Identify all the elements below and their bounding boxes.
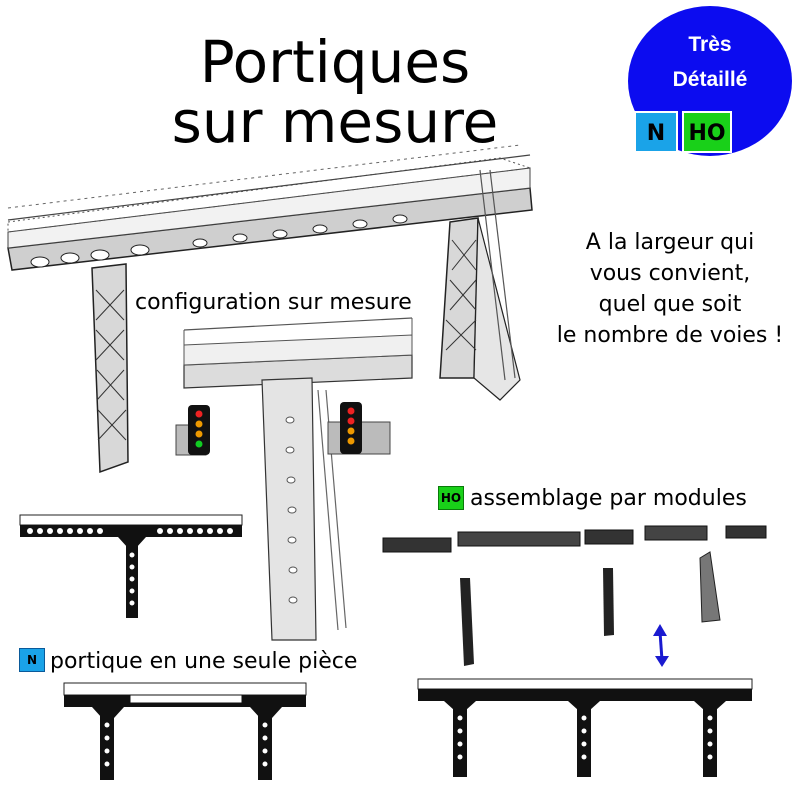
modules-caption: assemblage par modules [470,486,747,511]
badge-text-line-2: Détaillé [672,68,748,91]
assembled-gantry-diagram [417,678,753,777]
description-line: quel que soit [598,292,742,317]
module-pieces [382,525,767,667]
page-title-line-1: Portiques [199,28,471,96]
page-title-line-2: sur mesure [171,88,499,156]
one-piece-gantry-diagram [63,682,307,780]
single-pole-diagram [19,514,243,618]
description-line: A la largeur qui [585,230,755,255]
one-piece-caption: portique en une seule pièce [50,649,358,674]
n-scale-icon: N [19,648,45,672]
badge-text-line-1: Très [688,33,732,56]
large-gantry-3d [7,144,533,474]
n-scale-icon: N [634,111,678,153]
ho-scale-icon: HO [438,486,464,510]
width-description: A la largeur qui vous convient, quel que… [545,227,795,351]
signal-gantry-3d [175,317,413,641]
ho-scale-icon: HO [682,111,732,153]
description-line: le nombre de voies ! [556,323,784,348]
description-line: vous convient, [589,261,751,286]
config-caption: configuration sur mesure [135,290,412,316]
